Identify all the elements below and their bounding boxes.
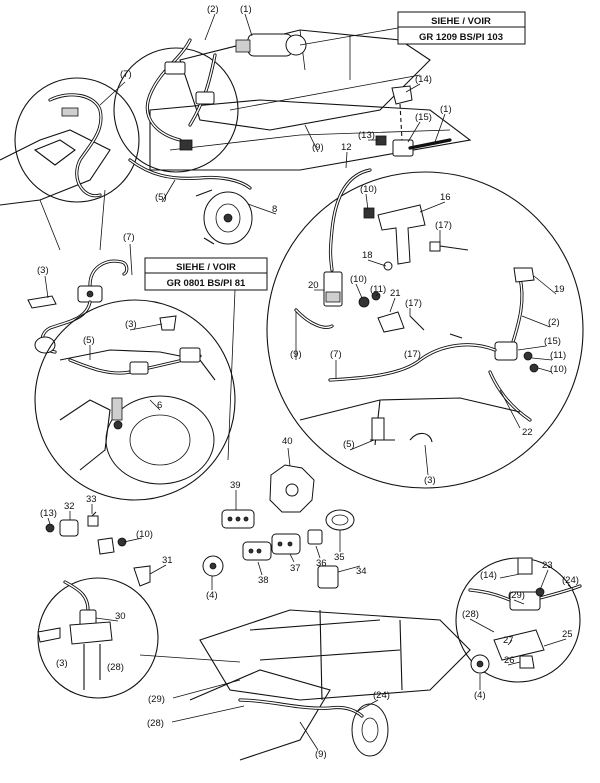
label-38: 38 xyxy=(258,575,269,586)
label-35: 35 xyxy=(334,552,345,563)
ref-mid-line2: GR 0801 BS/PI 81 xyxy=(167,278,246,289)
rear-chassis-illustration xyxy=(139,609,471,761)
label-30: 30 xyxy=(115,611,126,622)
label-25: 25 xyxy=(562,629,573,640)
label-13-left: (13) xyxy=(40,508,57,519)
label-14-right: (14) xyxy=(480,570,497,581)
label-7-top: (7) xyxy=(120,69,132,80)
label-5-top: (5) xyxy=(155,192,167,203)
label-3-mid: (3) xyxy=(125,319,137,330)
label-1-right: (1) xyxy=(440,104,452,115)
label-14: (14) xyxy=(415,74,432,85)
label-9-bottom: (9) xyxy=(315,749,327,760)
label-12: 12 xyxy=(341,142,352,153)
label-2-top: (2) xyxy=(207,4,219,15)
label-6: 6 xyxy=(157,400,162,411)
detail-circle-rear-tee xyxy=(455,557,582,683)
label-15-top: (15) xyxy=(415,112,432,123)
label-23: 23 xyxy=(542,560,553,571)
label-7-mid: (7) xyxy=(123,232,135,243)
label-39: 39 xyxy=(230,480,241,491)
label-11-right: (11) xyxy=(550,350,566,361)
label-3-bottom: (3) xyxy=(56,658,68,669)
label-15-right: (15) xyxy=(544,336,561,347)
label-22: 22 xyxy=(522,427,533,438)
see-reference-box-top: SIEHE / VOIR GR 1209 BS/PI 103 xyxy=(397,11,526,45)
front-wheel-detail xyxy=(27,259,177,354)
ref-top-line1: SIEHE / VOIR xyxy=(431,16,491,27)
label-5-right: (5) xyxy=(343,439,355,450)
label-8: 8 xyxy=(272,204,277,215)
label-11-mid: (11) xyxy=(370,284,386,295)
detail-circle-rear-connection xyxy=(37,577,159,699)
label-28-left: (28) xyxy=(107,662,124,673)
label-4-right: (4) xyxy=(474,690,486,701)
label-13: (13) xyxy=(358,130,375,141)
label-1-top: (1) xyxy=(240,4,252,15)
label-10-top: (10) xyxy=(360,184,377,195)
label-36: 36 xyxy=(316,558,327,569)
label-28-right: (28) xyxy=(462,609,479,620)
label-21: 21 xyxy=(390,288,401,299)
label-4-mid: (4) xyxy=(206,590,218,601)
label-17-mid: (17) xyxy=(405,298,422,309)
label-34: 34 xyxy=(356,566,367,577)
label-3-right: (3) xyxy=(424,475,436,486)
label-29-bottom: (29) xyxy=(148,694,165,705)
master-cylinder xyxy=(247,33,293,57)
label-31: 31 xyxy=(162,555,173,566)
label-10-mid: (10) xyxy=(350,274,367,285)
label-18: 18 xyxy=(362,250,373,261)
small-parts-cluster xyxy=(45,464,355,589)
label-24-right: (24) xyxy=(562,575,579,586)
label-5-left: (5) xyxy=(83,335,95,346)
label-40: 40 xyxy=(282,436,293,447)
label-7-right: (7) xyxy=(330,349,342,360)
leader-lines xyxy=(44,13,575,751)
label-16: 16 xyxy=(440,192,451,203)
label-17-top: (17) xyxy=(435,220,452,231)
ref-top-line2: GR 1209 BS/PI 103 xyxy=(419,32,503,43)
detail-circle-master-cylinder xyxy=(113,38,239,173)
label-33: 33 xyxy=(86,494,97,505)
label-28-bottom: (28) xyxy=(147,718,164,729)
label-29-right: (29) xyxy=(508,590,525,601)
ref-mid-line1: SIEHE / VOIR xyxy=(176,262,236,273)
label-10-left: (10) xyxy=(136,529,153,540)
bracket xyxy=(377,204,426,265)
callout-labels: (2) (1) (7) (9) (5) 8 (7) (14) (1) (15) … xyxy=(37,4,579,760)
label-24-bottom: (24) xyxy=(373,690,390,701)
detail-circle-front-brake xyxy=(34,299,236,501)
label-32: 32 xyxy=(64,501,75,512)
label-19: 19 xyxy=(554,284,565,295)
engine-bay-illustration xyxy=(0,29,472,245)
label-17-lower: (17) xyxy=(404,349,421,360)
label-3-left: (3) xyxy=(37,265,49,276)
label-26: 26 xyxy=(504,655,515,666)
label-9-top: (9) xyxy=(312,142,324,153)
label-27: 27 xyxy=(503,635,514,646)
label-2-right: (2) xyxy=(548,317,560,328)
label-20: 20 xyxy=(308,280,319,291)
label-37: 37 xyxy=(290,563,301,574)
detail-circle-front-left xyxy=(14,77,140,203)
label-10-right: (10) xyxy=(550,364,567,375)
see-reference-box-mid: SIEHE / VOIR GR 0801 BS/PI 81 xyxy=(144,257,268,291)
